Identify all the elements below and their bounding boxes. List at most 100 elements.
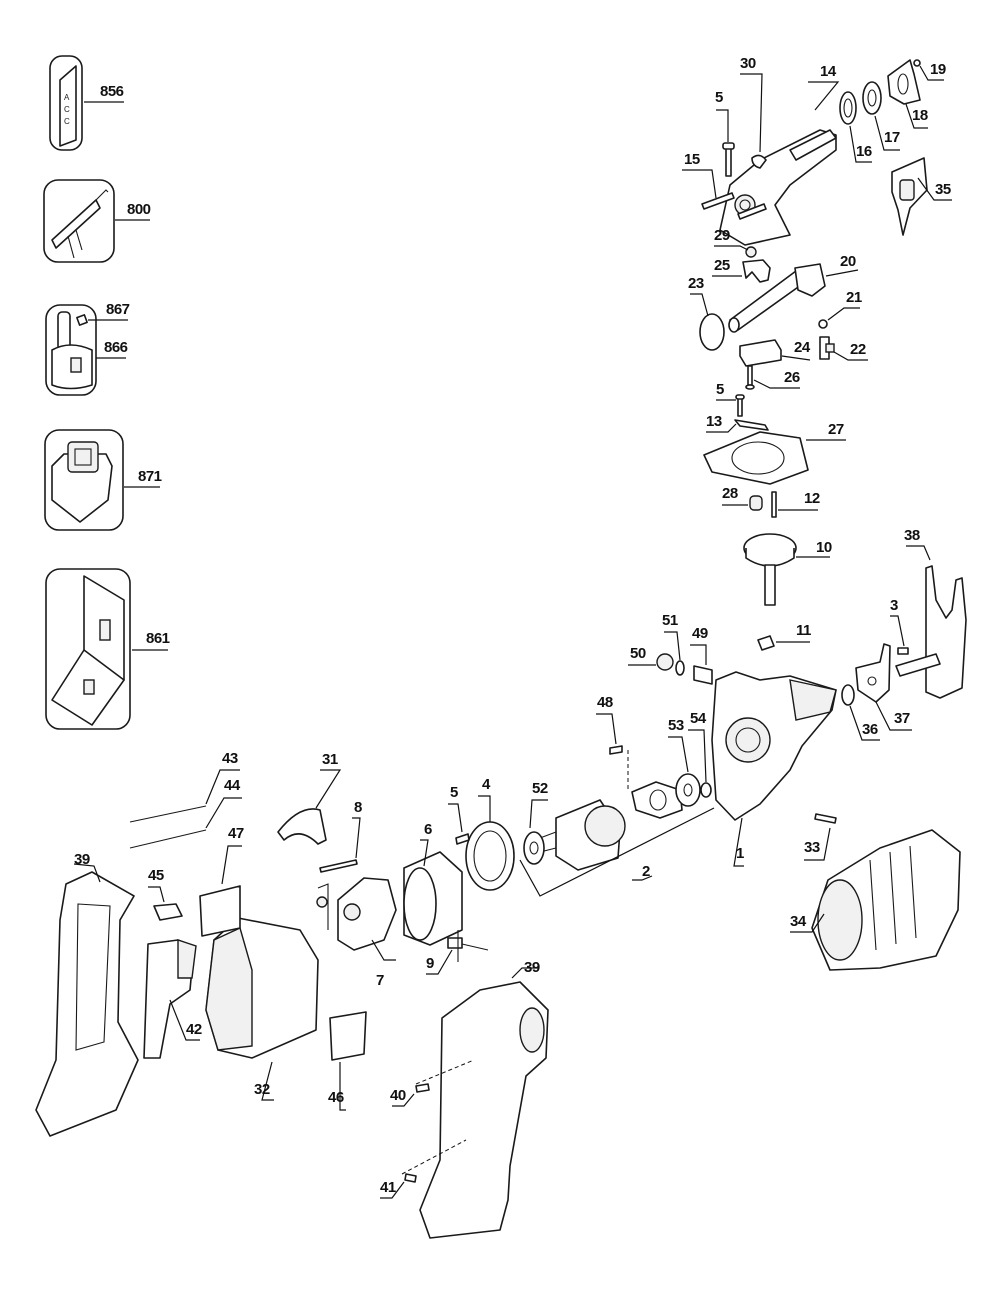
motor-group [277, 769, 715, 975]
nameplate-icon [59, 65, 77, 147]
baffle-hole [649, 789, 667, 811]
dashed-guide [415, 1059, 475, 1085]
part-label-35: 35 [935, 181, 951, 198]
leader-line [632, 875, 653, 881]
accessory-861: 861 [45, 568, 170, 730]
part-label-34: 34 [790, 913, 807, 930]
wrench-blade [67, 229, 83, 259]
leader-line [716, 109, 729, 142]
battery-latch-icon [70, 357, 82, 373]
leader-line [668, 736, 689, 773]
leader-line [664, 631, 681, 661]
spring [675, 660, 685, 676]
part-label-5c: 5 [450, 784, 458, 801]
accessory-856: A C C 856 [49, 55, 124, 151]
leader-line [73, 863, 101, 883]
gear-case-group [596, 545, 967, 867]
part-label-45: 45 [148, 867, 164, 884]
part-label-4: 4 [482, 776, 491, 793]
bushing [749, 495, 763, 511]
motor-housing-end [205, 927, 253, 1051]
handle-group [35, 769, 367, 1137]
leader-line [905, 103, 928, 129]
dashed-guide [401, 1139, 467, 1175]
spindle-housing-group [682, 59, 952, 246]
leader-line [688, 729, 707, 783]
wobble-plate-rim [745, 548, 795, 567]
leader-line [875, 701, 912, 731]
part-label: 856 [100, 83, 124, 100]
accessory-800: 800 [43, 179, 151, 263]
part-label-38: 38 [904, 527, 920, 544]
lever-grip [899, 179, 915, 201]
part-label-17: 17 [884, 129, 900, 146]
screw [725, 147, 732, 177]
armature-gear [584, 805, 626, 847]
wrench-icon [51, 199, 101, 249]
retaining-ring [699, 313, 725, 351]
leader-line [371, 939, 396, 961]
guide [739, 339, 782, 367]
leader-line [790, 913, 825, 933]
cap [656, 653, 674, 671]
part-label-44: 44 [224, 777, 241, 794]
plate-hole [867, 676, 877, 686]
part-label-26: 26 [784, 369, 800, 386]
leader-line [148, 886, 165, 903]
part-label-43: 43 [222, 750, 238, 767]
leader-line [827, 307, 860, 321]
accessory-867-866: 867 866 [45, 301, 130, 396]
commutator-bearing [343, 903, 361, 921]
part-label-30: 30 [740, 55, 756, 72]
part-label-15: 15 [684, 151, 700, 168]
part-label-27: 27 [828, 421, 844, 438]
gear-case-vents [789, 679, 837, 721]
part-label: 861 [146, 630, 170, 647]
leader-line [714, 245, 749, 251]
bearing-inner [739, 199, 751, 211]
fan-baffle-ring-inner [473, 830, 507, 882]
housing-vents [519, 1007, 545, 1053]
part-label-10: 10 [816, 539, 832, 556]
leader-line [753, 379, 800, 389]
part-label-29: 29 [714, 227, 730, 244]
spindle-tube [789, 129, 837, 161]
leader-line [906, 545, 931, 561]
case-insert-icon [83, 679, 95, 695]
part-label-39b: 39 [524, 959, 540, 976]
part-label-49: 49 [692, 625, 708, 642]
brush-end-cap [337, 877, 397, 951]
warning-label [199, 885, 241, 937]
part-label-53: 53 [668, 717, 684, 734]
screw-head [735, 394, 745, 400]
o-ring [841, 684, 855, 706]
shoe-bracket [895, 653, 941, 677]
bracket-line [519, 807, 715, 897]
washer-hole [843, 98, 853, 118]
wire [129, 829, 207, 849]
leader-line [733, 817, 744, 867]
clip [734, 419, 769, 431]
rubber-boot-ribs [869, 845, 917, 951]
part-label-40: 40 [390, 1087, 406, 1104]
leader-line [205, 769, 240, 805]
key [751, 154, 767, 169]
charger-socket-icon [67, 441, 99, 473]
key [757, 635, 775, 651]
gear-case-bore [725, 717, 771, 763]
housing-right-group [380, 829, 961, 1239]
leader-line [478, 795, 491, 822]
screw-head [722, 142, 735, 150]
part-label-37: 37 [894, 710, 910, 727]
part-label-48: 48 [597, 694, 613, 711]
leader-line [352, 817, 361, 859]
leader-line [448, 803, 463, 833]
part-label-31: 31 [322, 751, 338, 768]
part-label-51: 51 [662, 612, 678, 629]
fan-baffle-ring [465, 821, 515, 891]
part-label-19: 19 [930, 61, 946, 78]
leader-line [849, 125, 872, 163]
part-label-22: 22 [850, 341, 866, 358]
part-label-25: 25 [714, 257, 730, 274]
leader-line [380, 1181, 405, 1199]
